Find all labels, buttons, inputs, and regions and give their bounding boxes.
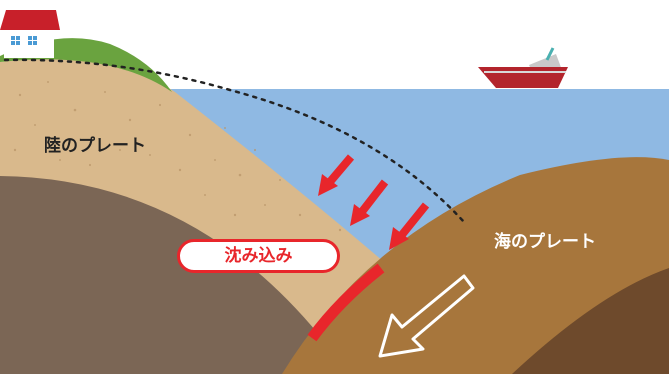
sea-plate-label: 海のプレート [494,232,596,252]
dotted-profile-line [3,58,466,224]
subduction-boundary [307,263,385,342]
land-plate-mantle [0,176,336,374]
sea-plate-underside [512,268,669,374]
sinking-badge: 沈み込み [177,239,340,273]
boat-icon [478,47,568,88]
sea-plate [282,157,669,374]
press-arrow-icon [318,154,430,250]
press-arrow-3 [389,202,430,250]
subduction-arrow-icon [378,274,475,358]
house-icon [0,10,60,58]
press-arrow-2 [350,179,389,226]
sinking-label: 沈み込み [224,245,293,266]
land-plate-label: 陸のプレート [44,136,146,156]
press-arrow-1 [318,154,355,196]
